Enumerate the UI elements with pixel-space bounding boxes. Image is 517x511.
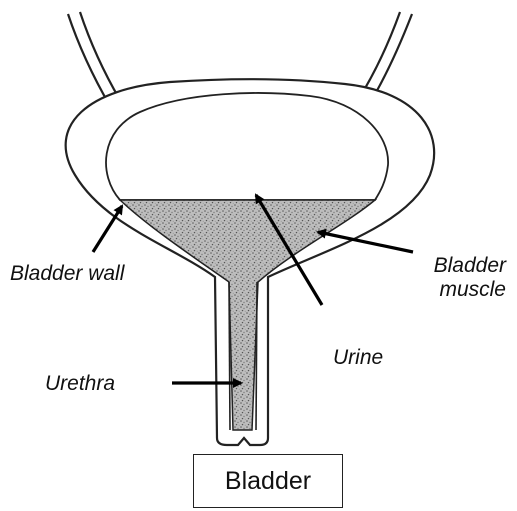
- label-bladder-muscle: Bladder muscle: [402, 254, 506, 302]
- label-bladder-muscle-line1: Bladder: [402, 254, 506, 278]
- label-bladder-wall: Bladder wall: [10, 262, 124, 286]
- left-ureter-outer: [68, 14, 110, 106]
- arrow-bladder-wall: [93, 206, 122, 252]
- label-bladder-muscle-line2: muscle: [402, 278, 506, 302]
- label-urethra: Urethra: [45, 372, 115, 396]
- bladder-cavity: [106, 93, 388, 200]
- diagram-title: Bladder: [193, 454, 343, 508]
- label-urine: Urine: [333, 346, 383, 370]
